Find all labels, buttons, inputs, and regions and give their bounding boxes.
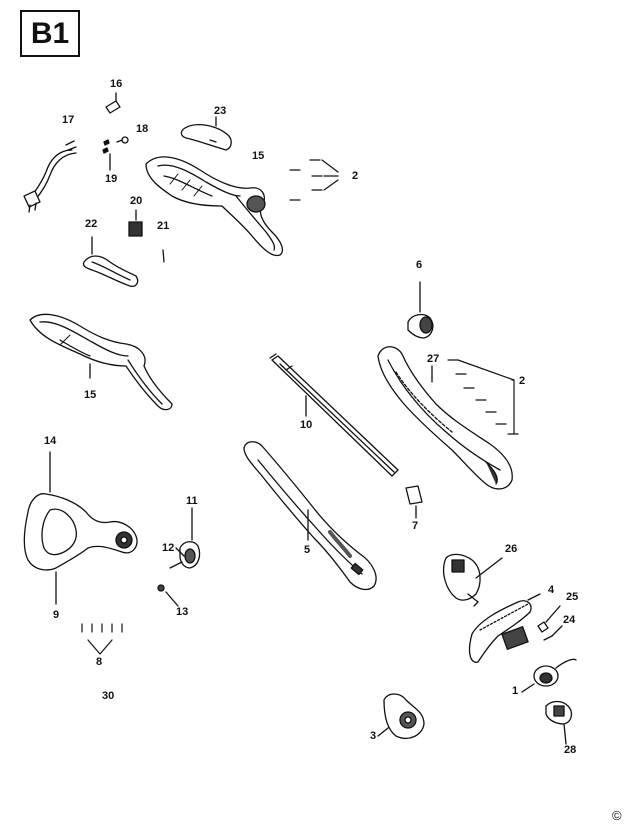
callout-27: 27 — [427, 353, 440, 365]
callout-19: 19 — [105, 173, 118, 185]
part-11-knob — [169, 507, 201, 569]
callout-15-upper: 15 — [252, 150, 265, 162]
part-17-cord — [23, 140, 77, 213]
part-24-pin — [543, 625, 563, 641]
part-4-head — [468, 593, 541, 663]
part-3-guard — [377, 693, 425, 739]
callout-22: 22 — [85, 218, 98, 230]
callout-2-upper: 2 — [352, 170, 359, 182]
part-13-washer — [157, 584, 179, 607]
callout-13: 13 — [176, 606, 189, 618]
callout-10: 10 — [300, 419, 313, 431]
screws-right — [447, 359, 519, 435]
part-16-connector — [105, 92, 121, 114]
callout-4: 4 — [548, 584, 555, 596]
callout-26: 26 — [505, 543, 518, 555]
part-1-spool — [521, 658, 577, 693]
part-23-cover — [180, 116, 232, 151]
callout-6: 6 — [416, 259, 423, 271]
callout-7: 7 — [412, 520, 419, 532]
callout-16: 16 — [110, 78, 123, 90]
callout-30: 30 — [102, 690, 115, 702]
screws-upper — [289, 159, 339, 201]
part-27-housing — [377, 346, 513, 490]
callout-17: 17 — [62, 114, 75, 126]
callout-3: 3 — [370, 730, 377, 742]
part-10-rod — [269, 353, 399, 477]
callout-9: 9 — [53, 609, 60, 621]
callout-8: 8 — [96, 656, 103, 668]
callout-25: 25 — [566, 591, 579, 603]
callout-28: 28 — [564, 744, 577, 756]
callout-1: 1 — [512, 685, 519, 697]
callout-5: 5 — [304, 544, 311, 556]
part-15-handle-upper — [145, 156, 284, 257]
part-14-handle — [23, 451, 138, 605]
part-26-motor — [442, 553, 503, 607]
part-22-trigger — [82, 236, 139, 288]
part-7-cap — [405, 485, 423, 519]
callout-14: 14 — [44, 435, 57, 447]
callout-21: 21 — [157, 220, 170, 232]
part-15-handle-lower — [29, 313, 173, 411]
callout-15-lower: 15 — [84, 389, 97, 401]
section-badge: B1 — [20, 10, 80, 57]
part-6-knob — [407, 281, 434, 339]
part-8-screws — [81, 623, 123, 655]
part-25-clip — [537, 605, 561, 633]
part-21-pin — [162, 249, 165, 263]
part-19-clips — [102, 139, 111, 171]
callout-23: 23 — [214, 105, 227, 117]
callout-18: 18 — [136, 123, 149, 135]
callout-11: 11 — [186, 495, 198, 507]
copyright-symbol: © — [612, 808, 622, 823]
callout-24: 24 — [563, 614, 576, 626]
part-18-ring — [116, 136, 129, 144]
callout-20: 20 — [130, 195, 143, 207]
callout-12: 12 — [162, 542, 175, 554]
part-28-cap — [545, 700, 573, 745]
callout-2-right: 2 — [519, 375, 526, 387]
part-5-shaft — [243, 441, 377, 591]
part-20-switch — [128, 221, 143, 237]
